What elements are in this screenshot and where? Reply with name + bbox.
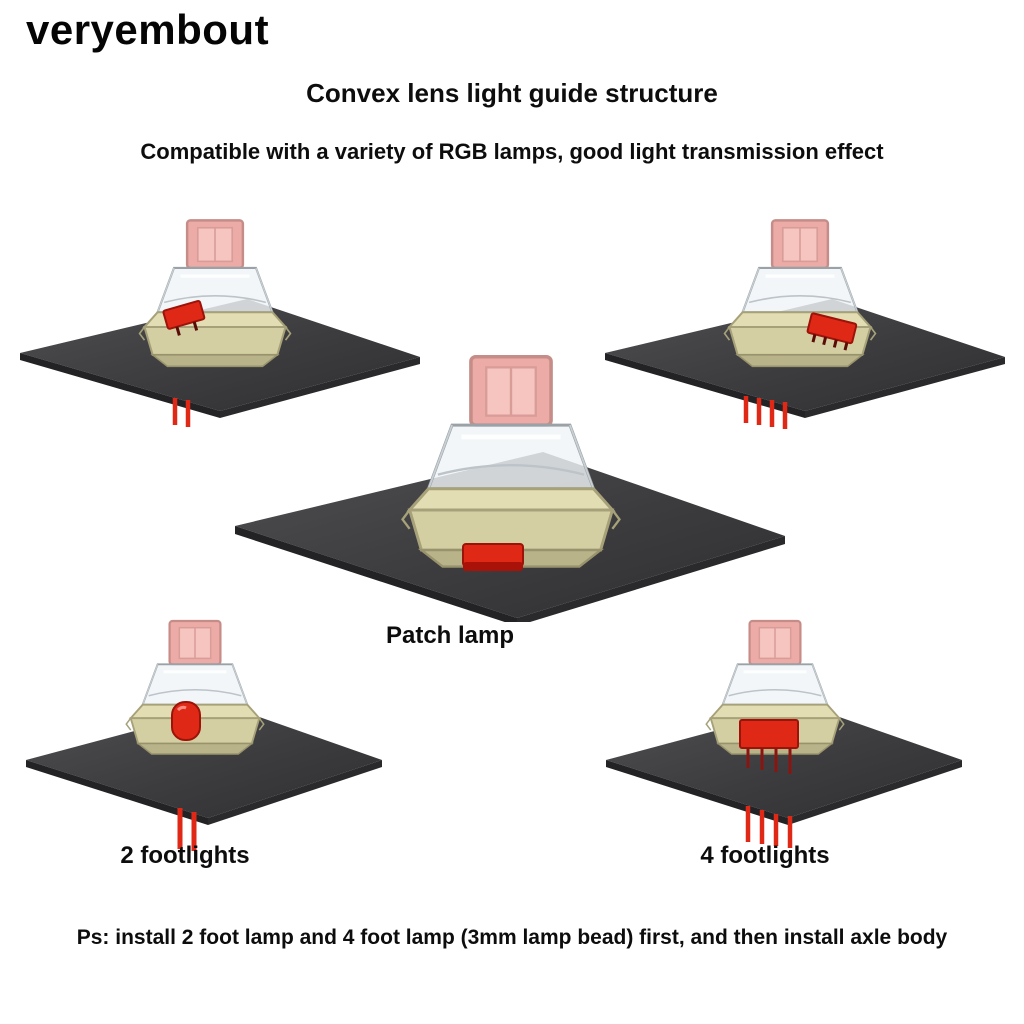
caption-2-footlights: 2 footlights [120, 842, 250, 869]
lamp-legs [743, 396, 788, 429]
switch-with-4-pin-side-lamp-icon [605, 218, 1005, 429]
figure-bottom-right [600, 618, 970, 853]
lamp-legs [172, 398, 191, 427]
switch-icon [403, 357, 620, 567]
figure-bottom-left [20, 618, 390, 853]
led-legs [745, 806, 793, 848]
page-subtitle: Compatible with a variety of RGB lamps, … [140, 139, 884, 164]
switch-with-4-foot-led-icon [606, 619, 962, 848]
led-dome-2foot [171, 701, 201, 741]
caption-4-footlights: 4 footlights [700, 842, 830, 869]
led-block-4foot [739, 719, 799, 774]
switch-icon [137, 218, 293, 368]
page-title: Convex lens light guide structure [306, 78, 718, 108]
caption-patch-lamp: Patch lamp [385, 622, 515, 649]
figure-top-right [600, 215, 1010, 430]
patch-lamp [462, 543, 524, 571]
led-legs [177, 808, 197, 851]
plate [26, 706, 382, 825]
switch-icon [722, 218, 878, 368]
watermark-text: veryembout [26, 6, 270, 53]
side-lamp-2pin [162, 299, 206, 336]
plate [606, 706, 962, 825]
switch-with-2-pin-side-lamp-icon [20, 218, 420, 427]
switch-with-2-foot-led-icon [26, 619, 382, 851]
figure-top-left [15, 215, 425, 430]
install-note: Ps: install 2 foot lamp and 4 foot lamp … [76, 926, 948, 949]
figure-center [225, 350, 795, 622]
side-lamp-4pin [806, 312, 858, 351]
switch-with-patch-lamp-icon [235, 350, 785, 622]
